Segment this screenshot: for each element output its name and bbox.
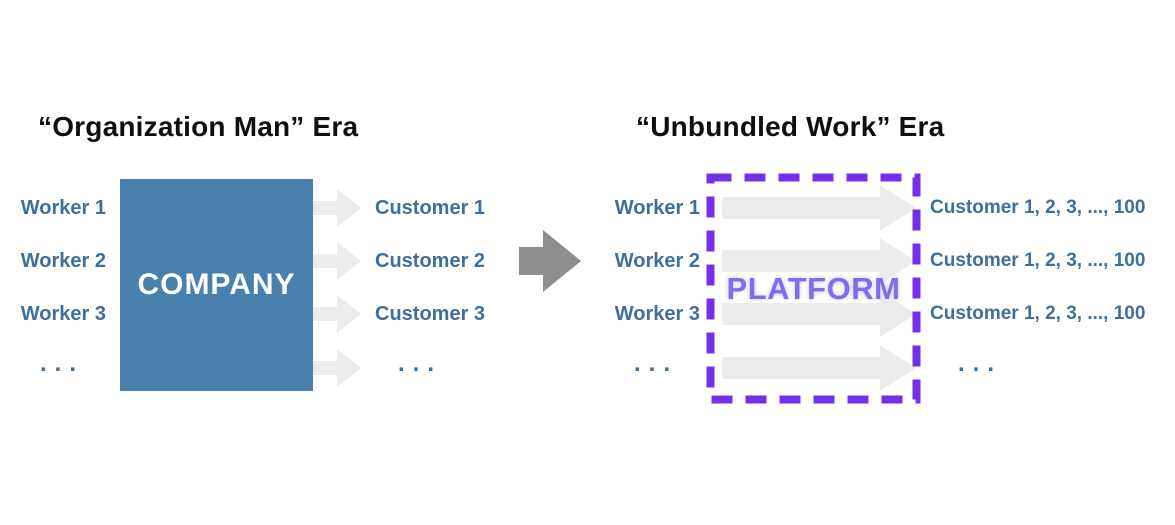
flow-arrow-icon: [313, 295, 361, 333]
left-era-title: “Organization Man” Era: [38, 111, 359, 142]
left-customer-label: Customer 1: [375, 197, 486, 219]
right-customer-label: Customer 1, 2, 3, ..., 100: [930, 250, 1146, 271]
right-customer-label: Customer 1, 2, 3, ..., 100: [930, 303, 1146, 324]
right-era-title: “Unbundled Work” Era: [636, 111, 945, 142]
right-worker-label: Worker 1: [614, 197, 700, 219]
left-customer-label: Customer 3: [375, 303, 486, 325]
left-worker-label: Worker 3: [20, 303, 106, 325]
left-worker-label: Worker 2: [20, 250, 106, 272]
left-customers-ellipsis: ...: [397, 350, 442, 377]
right-customers-ellipsis: ...: [957, 350, 1002, 377]
platform-label: PLATFORM: [726, 271, 901, 306]
flow-arrow-icon: [722, 185, 916, 231]
company-box: COMPANY: [120, 179, 313, 391]
company-label: COMPANY: [137, 268, 296, 301]
right-worker-label: Worker 3: [614, 303, 700, 325]
left-workers-ellipsis: ...: [39, 350, 84, 377]
flow-arrow-icon: [313, 189, 361, 227]
flow-arrow-icon: [313, 242, 361, 280]
era-transition-arrow-icon: [519, 230, 581, 292]
right-worker-label: Worker 2: [614, 250, 700, 272]
right-workers-ellipsis: ...: [633, 350, 678, 377]
right-customer-label: Customer 1, 2, 3, ..., 100: [930, 197, 1146, 218]
flow-arrow-icon: [313, 349, 361, 387]
left-customer-label: Customer 2: [375, 250, 486, 272]
flow-arrow-icon: [722, 345, 916, 391]
left-worker-label: Worker 1: [20, 197, 106, 219]
